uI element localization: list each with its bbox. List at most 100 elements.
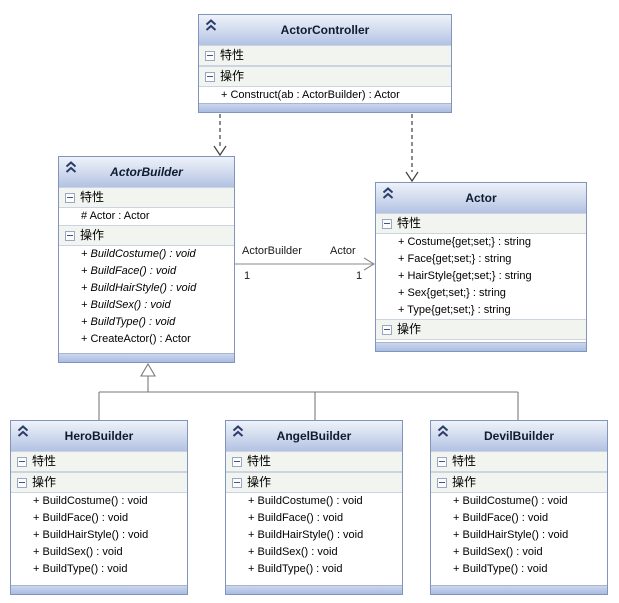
class-header: Actor bbox=[376, 183, 586, 213]
section-label: 操作 bbox=[32, 475, 57, 489]
section-label: 操作 bbox=[247, 475, 272, 489]
member-row[interactable]: + BuildHairStyle() : void bbox=[226, 527, 402, 544]
member-row[interactable]: + BuildHairStyle() : void bbox=[431, 527, 607, 544]
collapse-section-icon[interactable] bbox=[232, 457, 242, 467]
member-row[interactable]: + Construct(ab : ActorBuilder) : Actor bbox=[199, 87, 451, 104]
member-row[interactable]: + Type{get;set;} : string bbox=[376, 302, 586, 319]
collapse-section-icon[interactable] bbox=[382, 219, 392, 229]
collapse-section-icon[interactable] bbox=[382, 325, 392, 335]
collapse-section-icon[interactable] bbox=[65, 231, 75, 241]
section-operations: 操作 bbox=[199, 66, 451, 87]
section-attributes: 特性 bbox=[59, 187, 234, 208]
section-operations: 操作 bbox=[376, 319, 586, 340]
class-footer bbox=[59, 353, 234, 362]
section-label: 特性 bbox=[220, 48, 245, 62]
member-row[interactable]: + BuildFace() : void bbox=[431, 510, 607, 527]
class-header: HeroBuilder bbox=[11, 421, 187, 451]
collapse-class-icon[interactable] bbox=[231, 425, 245, 438]
class-title: DevilBuilder bbox=[483, 429, 555, 443]
member-row[interactable]: + BuildSex() : void bbox=[11, 544, 187, 561]
collapse-section-icon[interactable] bbox=[205, 72, 215, 82]
association-target-role-label: Actor bbox=[330, 245, 356, 257]
class-box-actorbuilder[interactable]: ActorBuilder 特性 # Actor : Actor 操作 + Bui… bbox=[58, 156, 235, 363]
class-footer bbox=[376, 342, 586, 351]
member-row[interactable]: + BuildHairStyle() : void bbox=[59, 280, 234, 297]
class-box-actorcontroller[interactable]: ActorController 特性 操作 + Construct(ab : A… bbox=[198, 14, 452, 113]
section-label: 特性 bbox=[80, 190, 105, 204]
inheritance-fan bbox=[98, 362, 519, 420]
collapse-class-icon[interactable] bbox=[16, 425, 30, 438]
section-label: 操作 bbox=[452, 475, 477, 489]
collapse-class-icon[interactable] bbox=[64, 161, 78, 174]
collapse-class-icon[interactable] bbox=[381, 187, 395, 200]
member-row[interactable]: + BuildCostume() : void bbox=[431, 493, 607, 510]
member-row[interactable]: + BuildSex() : void bbox=[431, 544, 607, 561]
section-attributes: 特性 bbox=[226, 451, 402, 472]
member-row[interactable]: + BuildFace() : void bbox=[226, 510, 402, 527]
member-row[interactable]: + Costume{get;set;} : string bbox=[376, 234, 586, 251]
association-source-multiplicity: 1 bbox=[244, 270, 251, 282]
class-box-actor[interactable]: Actor 特性 + Costume{get;set;} : string + … bbox=[375, 182, 587, 352]
member-row[interactable]: + Face{get;set;} : string bbox=[376, 251, 586, 268]
class-title: AngelBuilder bbox=[276, 429, 352, 443]
member-row[interactable]: + BuildType() : void bbox=[59, 314, 234, 331]
member-row[interactable]: + CreateActor() : Actor bbox=[59, 331, 234, 348]
member-row[interactable]: + BuildType() : void bbox=[431, 561, 607, 578]
collapse-section-icon[interactable] bbox=[65, 193, 75, 203]
class-title: ActorController bbox=[280, 23, 370, 37]
member-row[interactable]: + BuildCostume() : void bbox=[59, 246, 234, 263]
class-footer bbox=[431, 585, 607, 594]
section-operations: 操作 bbox=[59, 225, 234, 246]
collapse-section-icon[interactable] bbox=[17, 478, 27, 488]
collapse-class-icon[interactable] bbox=[204, 19, 218, 32]
class-box-angelbuilder[interactable]: AngelBuilder 特性 操作 + BuildCostume() : vo… bbox=[225, 420, 403, 595]
section-label: 操作 bbox=[397, 322, 422, 336]
member-row[interactable]: + BuildSex() : void bbox=[59, 297, 234, 314]
member-row[interactable]: + BuildType() : void bbox=[226, 561, 402, 578]
member-row[interactable]: + BuildHairStyle() : void bbox=[11, 527, 187, 544]
section-label: 特性 bbox=[247, 454, 272, 468]
class-title: Actor bbox=[465, 191, 497, 205]
collapse-class-icon[interactable] bbox=[436, 425, 450, 438]
collapse-section-icon[interactable] bbox=[437, 478, 447, 488]
section-attributes: 特性 bbox=[11, 451, 187, 472]
collapse-section-icon[interactable] bbox=[437, 457, 447, 467]
section-label: 操作 bbox=[80, 228, 105, 242]
section-label: 特性 bbox=[32, 454, 57, 468]
section-operations: 操作 bbox=[431, 472, 607, 493]
section-attributes: 特性 bbox=[376, 213, 586, 234]
class-footer bbox=[226, 585, 402, 594]
class-header: ActorBuilder bbox=[59, 157, 234, 187]
member-row[interactable]: + Sex{get;set;} : string bbox=[376, 285, 586, 302]
association-source-role-label: ActorBuilder bbox=[242, 245, 302, 257]
section-label: 特性 bbox=[397, 216, 422, 230]
member-row[interactable]: + BuildType() : void bbox=[11, 561, 187, 578]
section-operations: 操作 bbox=[11, 472, 187, 493]
association-builder-actor-line bbox=[235, 257, 376, 271]
dependency-arrow-controller-to-actor bbox=[405, 114, 419, 183]
association-target-multiplicity: 1 bbox=[356, 270, 363, 282]
class-header: DevilBuilder bbox=[431, 421, 607, 451]
section-attributes: 特性 bbox=[199, 45, 451, 66]
dependency-arrow-controller-to-actorbuilder bbox=[213, 114, 227, 157]
member-row[interactable]: + HairStyle{get;set;} : string bbox=[376, 268, 586, 285]
section-attributes: 特性 bbox=[431, 451, 607, 472]
member-row[interactable]: + BuildFace() : void bbox=[11, 510, 187, 527]
class-box-herobuilder[interactable]: HeroBuilder 特性 操作 + BuildCostume() : voi… bbox=[10, 420, 188, 595]
collapse-section-icon[interactable] bbox=[17, 457, 27, 467]
class-box-devilbuilder[interactable]: DevilBuilder 特性 操作 + BuildCostume() : vo… bbox=[430, 420, 608, 595]
member-row[interactable]: + BuildFace() : void bbox=[59, 263, 234, 280]
class-title: HeroBuilder bbox=[64, 429, 134, 443]
collapse-section-icon[interactable] bbox=[205, 51, 215, 61]
section-label: 操作 bbox=[220, 69, 245, 83]
collapse-section-icon[interactable] bbox=[232, 478, 242, 488]
member-row[interactable]: # Actor : Actor bbox=[59, 208, 234, 225]
class-header: ActorController bbox=[199, 15, 451, 45]
member-row[interactable]: + BuildCostume() : void bbox=[226, 493, 402, 510]
class-footer bbox=[199, 103, 451, 112]
class-header: AngelBuilder bbox=[226, 421, 402, 451]
section-label: 特性 bbox=[452, 454, 477, 468]
member-row[interactable]: + BuildSex() : void bbox=[226, 544, 402, 561]
member-row[interactable]: + BuildCostume() : void bbox=[11, 493, 187, 510]
